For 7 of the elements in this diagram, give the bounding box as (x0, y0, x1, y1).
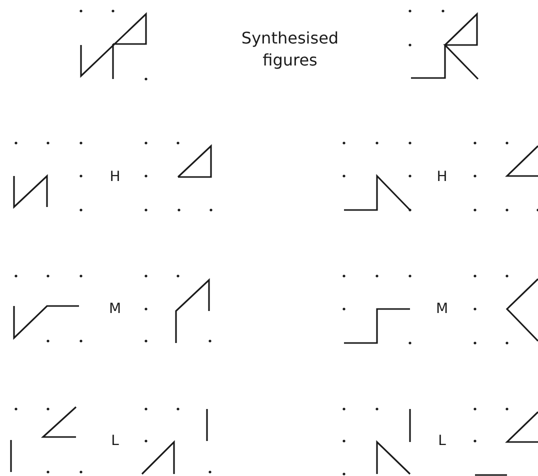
figure-title: Synthesised figures (240, 27, 340, 71)
row-letter: L (111, 433, 119, 449)
row-letter: M (108, 301, 122, 317)
row-letter: L (438, 433, 446, 449)
row-letter: H (110, 169, 120, 185)
row-letter: H (436, 169, 448, 185)
row-letter: M (436, 301, 448, 317)
